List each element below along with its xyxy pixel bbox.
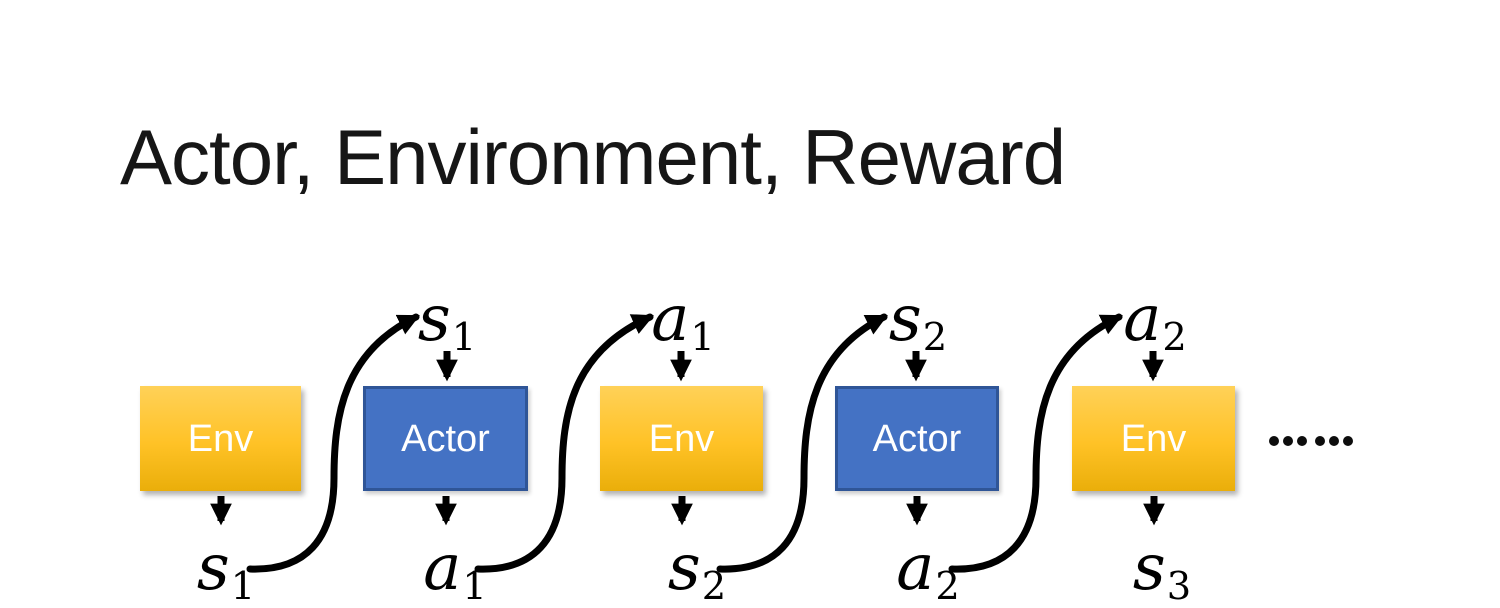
bottom-label-a2: a2 — [896, 536, 960, 606]
bottom-label-s2-sub: 2 — [701, 563, 727, 608]
ellipsis-dot — [1283, 436, 1293, 446]
top-label-s2-sub: 2 — [922, 314, 948, 360]
top-label-s2: s2 — [889, 287, 947, 357]
bottom-label-s1-base: s — [196, 531, 230, 605]
bottom-label-s3-sub: 3 — [1166, 563, 1192, 608]
ellipsis-icon — [1269, 436, 1353, 446]
bottom-label-s3: s3 — [1133, 536, 1191, 606]
top-label-s1-sub: 1 — [451, 314, 477, 360]
actor-box-2-label: Actor — [872, 417, 962, 460]
top-label-s2-base: s — [888, 282, 922, 356]
env-box-2: Env — [600, 386, 763, 491]
slide-title: Actor, Environment, Reward — [120, 113, 1066, 201]
actor-box-1: Actor — [363, 386, 528, 491]
top-label-a1: a1 — [651, 287, 715, 357]
top-label-s1: s1 — [418, 287, 476, 357]
ellipsis-dot — [1269, 436, 1279, 446]
top-label-a1-sub: 1 — [690, 314, 715, 360]
bottom-label-a2-base: a — [896, 531, 935, 605]
bottom-label-a2-sub: 2 — [935, 563, 960, 608]
bottom-label-s3-base: s — [1132, 531, 1166, 605]
env-box-3: Env — [1072, 386, 1235, 491]
top-label-a1-base: a — [651, 282, 690, 356]
bottom-label-s2: s2 — [668, 536, 726, 606]
actor-box-2: Actor — [835, 386, 999, 491]
bottom-label-a1: a1 — [423, 536, 487, 606]
env-box-1: Env — [140, 386, 301, 491]
ellipsis-dot — [1315, 436, 1325, 446]
top-label-a2: a2 — [1123, 287, 1187, 357]
ellipsis-dot — [1297, 436, 1307, 446]
ellipsis-dot — [1329, 436, 1339, 446]
bottom-label-s1-sub: 1 — [230, 563, 256, 608]
bottom-label-s2-base: s — [667, 531, 701, 605]
top-label-a2-base: a — [1123, 282, 1162, 356]
bottom-label-a1-base: a — [423, 531, 462, 605]
top-label-a2-sub: 2 — [1162, 314, 1187, 360]
actor-box-1-label: Actor — [401, 417, 490, 460]
env-box-1-label: Env — [187, 417, 254, 460]
ellipsis-dot — [1343, 436, 1353, 446]
env-box-2-label: Env — [648, 417, 715, 460]
bottom-label-a1-sub: 1 — [462, 563, 487, 608]
bottom-label-s1: s1 — [197, 536, 255, 606]
top-label-s1-base: s — [417, 282, 451, 356]
env-box-3-label: Env — [1120, 417, 1187, 460]
